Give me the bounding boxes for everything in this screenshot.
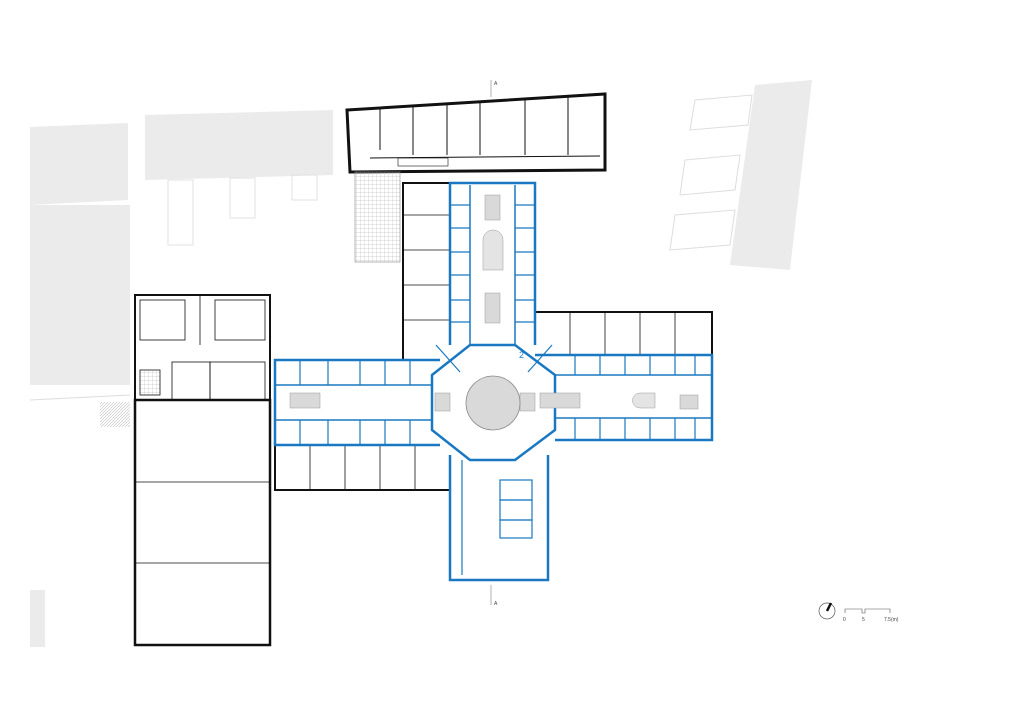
scale-bar: 0 5 7.5(m) bbox=[843, 608, 899, 623]
north-existing-wing bbox=[345, 92, 607, 174]
hatched-paving bbox=[100, 402, 130, 427]
ramp bbox=[354, 171, 401, 263]
room-number: 2 bbox=[519, 350, 524, 360]
section-marker-top[interactable]: A bbox=[490, 80, 498, 97]
west-annex bbox=[133, 294, 272, 647]
central-hall-circle bbox=[465, 375, 521, 431]
renovated-cross bbox=[273, 181, 714, 582]
scale-tick-0: 0 bbox=[843, 617, 846, 623]
scale-tick-7-5: 7.5(m) bbox=[884, 617, 899, 623]
section-marker-bottom[interactable]: A bbox=[490, 585, 498, 607]
svg-text:A: A bbox=[494, 601, 498, 607]
svg-text:A: A bbox=[494, 81, 498, 87]
stairs-and-cores bbox=[289, 194, 699, 412]
context-buildings bbox=[29, 80, 812, 647]
north-arrow-icon bbox=[818, 602, 836, 620]
scale-tick-5: 5 bbox=[862, 617, 865, 623]
